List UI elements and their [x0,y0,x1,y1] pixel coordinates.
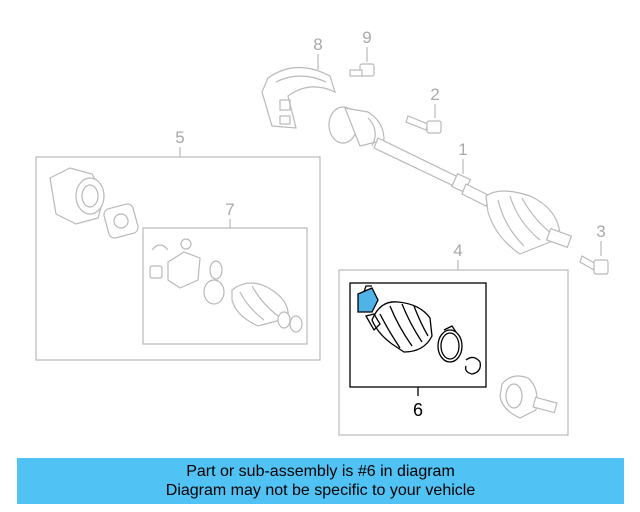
callout-5: 5 [175,128,184,147]
snap-ring [464,356,481,375]
part-7-inner-components: 7 [142,200,308,345]
parts-diagram: 8 9 2 1 3 [35,28,609,436]
callout-1: 1 [458,140,467,159]
callout-7: 7 [225,200,234,219]
part-8-heat-shield: 8 [261,35,336,129]
part-3-bolt: 3 [579,222,609,275]
part-2-bolt: 2 [405,85,442,134]
callout-4: 4 [453,241,462,260]
large-clamp [437,329,463,363]
part-1-axle-assembly: 1 [328,106,573,255]
banner-line-1: Part or sub-assembly is #6 in diagram [186,463,455,480]
part-4-outer-joint-kit: 4 [338,241,569,436]
kit-7-box [142,227,308,345]
banner-line-2: Diagram may not be specific to your vehi… [165,482,476,499]
kit-5-box [35,156,321,361]
callout-3: 3 [596,222,605,241]
callout-8: 8 [313,35,322,54]
info-banner: Part or sub-assembly is #6 in diagram Di… [17,458,624,504]
part-9-bolt: 9 [349,28,375,77]
callout-2: 2 [430,85,439,104]
callout-9: 9 [362,28,371,47]
part-5-inner-joint-kit: 5 [35,128,321,361]
callout-6: 6 [413,400,423,420]
part-6-boot-kit: 6 [349,282,487,420]
small-clamp-highlighted [357,287,379,313]
kit-4-box [338,269,569,436]
